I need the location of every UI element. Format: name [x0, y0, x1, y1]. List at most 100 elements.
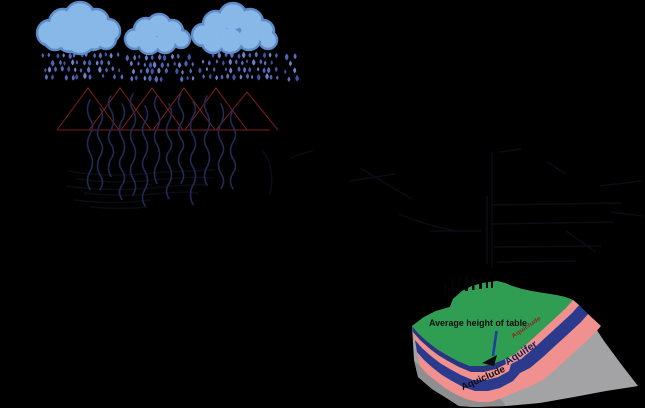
raindrop-icon [73, 67, 77, 73]
raindrop-icon [164, 67, 168, 74]
water-table-marker-line [491, 330, 498, 357]
raindrop-icon [215, 59, 219, 64]
raindrop-icon [189, 68, 193, 74]
raindrop-icon [186, 75, 189, 81]
raindrop-icon [171, 53, 174, 60]
raindrop-icon [256, 73, 261, 81]
rain-group [284, 53, 299, 82]
raindrop-icon [201, 59, 205, 64]
raindrop-icon [54, 66, 57, 72]
bedrock-shading [414, 360, 506, 407]
raindrop-icon [107, 60, 111, 66]
raindrop-icon [100, 59, 104, 66]
raindrop-icon [284, 53, 289, 61]
raindrop-icon [44, 74, 48, 81]
raindrop-icon [232, 73, 236, 81]
raindrop-icon [133, 54, 137, 61]
raindrop-icon [213, 67, 216, 72]
raindrop-icon [98, 66, 102, 73]
raindrop-icon [205, 66, 209, 72]
well-structure-sketch [349, 148, 643, 268]
water-table-edge [412, 326, 506, 372]
sketch-stroke [73, 199, 151, 204]
infiltration-line [86, 99, 94, 191]
infiltration-line [129, 93, 137, 196]
raindrop-icon [191, 61, 194, 67]
sketch-stroke [359, 167, 413, 200]
raindrop-icon [139, 68, 143, 74]
sketch-stroke [289, 149, 315, 159]
raindrop-icon [175, 67, 179, 75]
trees-silhouette [444, 277, 493, 295]
raindrop-icon [275, 53, 278, 59]
sketch-stroke [599, 180, 642, 187]
cloud-shape [35, 0, 122, 56]
raindrop-icon [250, 74, 254, 80]
infiltration-line [96, 107, 104, 191]
raindrop-icon [166, 62, 170, 68]
sketch-stroke [349, 173, 396, 182]
tree-icon [472, 277, 475, 290]
raindrop-icon [293, 53, 297, 60]
raindrop-icon [180, 75, 184, 83]
raindrop-icon [248, 52, 252, 58]
clouds [35, 0, 279, 56]
raindrop-icon [270, 60, 273, 65]
sketch-stroke [546, 161, 567, 175]
raindrop-icon [267, 67, 271, 74]
raindrop-icon [176, 53, 180, 59]
raindrop-icon [47, 52, 50, 58]
raindrop-icon [148, 61, 153, 69]
raindrop-icon [263, 60, 267, 66]
raindrop-icon [159, 76, 163, 83]
raindrop-icon [137, 61, 140, 66]
mountain-triangles [56, 87, 279, 131]
raindrop-icon [95, 60, 99, 66]
raindrop-icon [207, 60, 211, 66]
raindrop-icon [248, 66, 252, 73]
raindrop-icon [254, 51, 258, 58]
raindrop-icon [217, 52, 222, 59]
tree-icon [444, 282, 447, 295]
raindrop-icon [154, 75, 159, 83]
raindrop-icon [118, 68, 121, 73]
raindrop-icon [262, 67, 266, 74]
infiltration-line [141, 105, 149, 207]
raindrop-icon [71, 74, 75, 81]
cloud-shape [123, 12, 192, 56]
tree-icon [479, 278, 482, 289]
rain-group [125, 53, 195, 83]
rainfall [41, 51, 299, 83]
tree-icon [465, 277, 468, 291]
raindrop-icon [144, 54, 148, 61]
raindrop-icon [288, 60, 292, 67]
raindrop-icon [177, 61, 182, 68]
raindrop-icon [237, 66, 241, 72]
raindrop-icon [71, 59, 75, 66]
raindrop-icon [221, 60, 225, 66]
raindrop-icon [116, 52, 120, 57]
raindrop-icon [259, 59, 263, 65]
raindrop-icon [148, 74, 152, 82]
sketch-stroke [565, 230, 597, 253]
raindrop-icon [60, 65, 64, 72]
raindrop-icon [269, 74, 273, 80]
aquifer-block-diagram: Average height of table Aquifer Aquiclud… [412, 277, 638, 407]
raindrop-icon [150, 54, 154, 61]
raindrop-icon [68, 52, 72, 60]
raindrop-icon [104, 51, 108, 57]
raindrop-icon [129, 60, 133, 67]
aquiclude-layer-lower [417, 314, 601, 402]
raindrop-icon [88, 74, 92, 80]
raindrop-icon [120, 74, 124, 80]
raindrop-icon [262, 52, 267, 59]
raindrop-icon [98, 52, 102, 59]
raindrop-icon [191, 75, 195, 81]
sketch-stroke [489, 221, 615, 225]
raindrop-icon [239, 74, 243, 80]
raindrop-icon [173, 61, 176, 67]
sketch-stroke [89, 206, 149, 210]
tree-icon [486, 279, 488, 288]
